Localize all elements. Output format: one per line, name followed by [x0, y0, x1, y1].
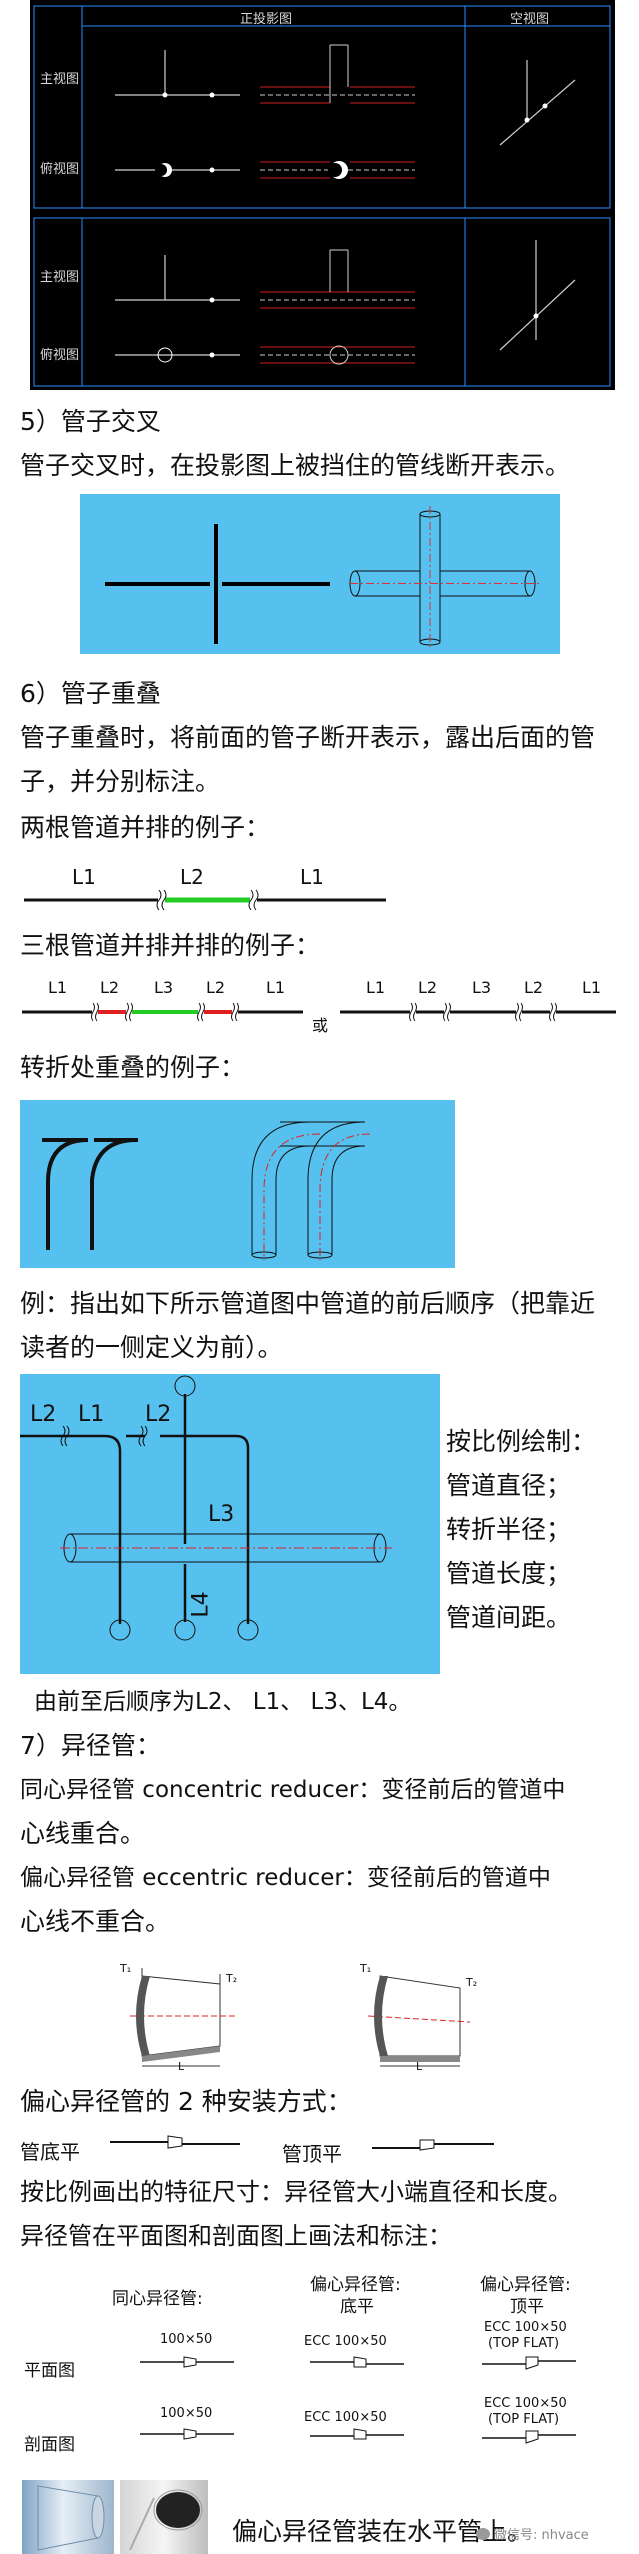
col-ecc-top-line2: 顶平 [510, 2297, 544, 2317]
reducer-table-symbols [140, 2356, 576, 2444]
cad-row-top: 俯视图 [40, 162, 80, 177]
cad-row-front: 主视图 [40, 72, 80, 87]
wechat-icon [476, 2527, 490, 2540]
row-plan: 平面图 [24, 2361, 75, 2381]
example-answer: 由前至后顺序为L2、 L1、 L3、L4。 [34, 1689, 412, 1715]
reducer-l-right: L [416, 2060, 423, 2073]
cad-projection-table: 正投影图 空视图 主视图 俯视图 主视图 俯视图 [30, 0, 615, 390]
section-6-title: 6）管子重叠 [20, 679, 161, 708]
three-b-l1-right: L1 [582, 978, 602, 997]
eccentric-line1: 偏心异径管 eccentric reducer：变径前后的管道中 [20, 1865, 551, 1891]
example-pipe-diagram: L2 L1 L2 L3 L4 [20, 1374, 440, 1674]
plan-ecc-top-flat: (TOP FLAT) [488, 2336, 560, 2351]
reducer-t2-right: T₂ [466, 1976, 478, 1989]
plan-concentric-size: 100×50 [160, 2332, 213, 2347]
two-pipes-label-l1-right: L1 [300, 865, 324, 889]
section-6-desc-line1: 管子重叠时，将前面的管子断开表示，露出后面的管 [20, 723, 596, 752]
reducer-drawing-table: 同心异径管: 偏心异径管: 底平 偏心异径管: 顶平 平面图 剖面图 100×5… [20, 2262, 620, 2478]
turn-overlap-diagram [20, 1100, 455, 1268]
three-pipes-label: 三根管道并排并排的例子： [20, 931, 321, 960]
wechat-watermark: 微信号: nhvace [476, 2524, 589, 2543]
example-notes: 按比例绘制： 管道直径； 转折半径； 管道长度； 管道间距。 [446, 1420, 596, 1640]
three-a-l1: L1 [48, 978, 68, 997]
turn-overlap-label: 转折处重叠的例子： [20, 1053, 246, 1082]
two-pipes-label-l1: L1 [72, 865, 96, 889]
two-pipes-label: 两根管道并排的例子： [20, 813, 271, 842]
eccentric-line2: 心线不重合。 [20, 1907, 171, 1936]
cad-col-projection: 正投影图 [240, 12, 293, 27]
plan-section-heading: 异径管在平面图和剖面图上画法和标注： [20, 2222, 452, 2250]
section-ecc-top-size: ECC 100×50 [484, 2396, 567, 2411]
reducer-photo-1 [22, 2480, 114, 2554]
section-6-desc-line2: 子，并分别标注。 [20, 767, 221, 796]
reducer-diagrams: T₁ T₂ L T₁ T₂ L [100, 1956, 560, 2076]
watermark-text: 微信号: nhvace [494, 2528, 589, 2543]
example-label-l4: L4 [188, 1591, 214, 1618]
col-concentric: 同心异径管: [112, 2289, 203, 2309]
two-pipes-diagram: L1 L2 L1 [20, 860, 388, 916]
note-length: 管道长度； [446, 1559, 572, 1588]
example-line2: 读者的一侧定义为前）。 [20, 1333, 283, 1362]
concentric-line2: 心线重合。 [20, 1819, 146, 1848]
note-diameter: 管道直径； [446, 1471, 572, 1500]
example-label-l2: L2 [30, 1402, 57, 1427]
section-ecc-bottom-size: ECC 100×50 [304, 2410, 387, 2425]
section-5-desc: 管子交叉时，在投影图上被挡住的管线断开表示。 [20, 451, 571, 480]
note-radius: 转折半径； [446, 1515, 572, 1544]
three-pipes-diagram-a: L1 L2 L3 L2 L1 [20, 976, 305, 1026]
reducer-l-left: L [178, 2060, 185, 2073]
reducer-t1-left: T₁ [120, 1962, 132, 1975]
example-label-l1: L1 [78, 1402, 105, 1427]
two-pipes-label-l2: L2 [180, 865, 204, 889]
section-7-title: 7）异径管： [20, 1731, 161, 1760]
three-a-l2: L2 [100, 978, 120, 997]
install-diagrams: 管底平 管顶平 [20, 2126, 620, 2168]
three-pipes-diagram-b: L1 L2 L3 L2 L1 [338, 976, 618, 1026]
three-b-l2: L2 [418, 978, 438, 997]
bottom-flat-label: 管底平 [20, 2140, 80, 2164]
plan-ecc-top-size: ECC 100×50 [484, 2320, 567, 2335]
three-b-l3: L3 [472, 978, 492, 997]
section-concentric-size: 100×50 [160, 2406, 213, 2421]
reducer-t1-right: T₁ [360, 1962, 372, 1975]
col-ecc-top-line1: 偏心异径管: [480, 2275, 571, 2295]
col-ecc-bottom-line1: 偏心异径管: [310, 2275, 401, 2295]
row-section: 剖面图 [24, 2435, 75, 2455]
cad-col-space: 空视图 [510, 12, 550, 27]
top-flat-label: 管顶平 [282, 2142, 342, 2166]
three-b-l2-right: L2 [524, 978, 544, 997]
or-label: 或 [312, 1016, 329, 1035]
example-label-l2-b: L2 [145, 1402, 172, 1427]
three-b-l1: L1 [366, 978, 386, 997]
example-label-l3: L3 [208, 1502, 235, 1527]
col-ecc-bottom-line2: 底平 [340, 2297, 374, 2317]
example-line1: 例：指出如下所示管道图中管道的前后顺序（把靠近 [20, 1289, 596, 1318]
concentric-line1: 同心异径管 concentric reducer：变径前后的管道中 [20, 1777, 566, 1803]
note-spacing: 管道间距。 [446, 1603, 572, 1632]
note-scale: 按比例绘制： [446, 1427, 597, 1456]
feature-dimensions: 按比例画出的特征尺寸：异径管大小端直径和长度。 [20, 2178, 572, 2206]
plan-ecc-bottom-size: ECC 100×50 [304, 2334, 387, 2349]
three-a-l1-right: L1 [266, 978, 286, 997]
install-methods: 偏心异径管的 2 种安装方式： [20, 2087, 352, 2116]
three-a-l2-right: L2 [206, 978, 226, 997]
reducer-t2-left: T₂ [226, 1972, 238, 1985]
reducer-photo-2 [120, 2480, 208, 2554]
cad-row-top-2: 俯视图 [40, 348, 80, 363]
three-a-l3: L3 [154, 978, 174, 997]
section-5-title: 5）管子交叉 [20, 407, 161, 436]
cad-grid-lines [33, 5, 611, 387]
pipe-crossing-diagram [80, 494, 560, 654]
cad-row-front-2: 主视图 [40, 270, 80, 285]
section-ecc-top-flat: (TOP FLAT) [488, 2412, 560, 2427]
